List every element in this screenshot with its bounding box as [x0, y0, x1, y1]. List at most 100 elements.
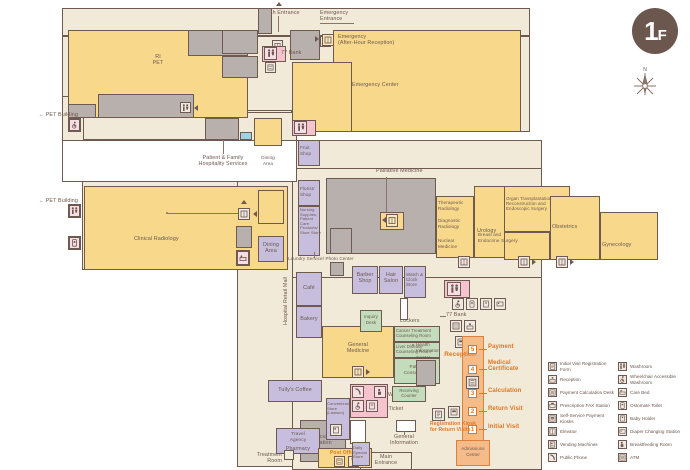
- elevator-icon: [556, 256, 568, 268]
- area-label-security-station: Security Station: [312, 434, 334, 447]
- retail-yellow-a: [254, 118, 282, 146]
- washroom-icon: [264, 47, 277, 60]
- area-label-obstetrics: Obstetrics: [552, 224, 578, 230]
- area-label-bakery: Bakery: [300, 316, 318, 322]
- legend-item: Reception: [548, 373, 618, 386]
- retail-yellow-b: [258, 190, 284, 224]
- legend-label: Wheelchair Accessible Washroom: [630, 374, 676, 385]
- self-service-payment-kiosks-icon[interactable]: [448, 406, 460, 418]
- public-phone-icon: [352, 386, 364, 398]
- breastfeeding-room-icon: [618, 440, 627, 449]
- direction-arrow-north: [241, 200, 247, 204]
- reception-counter-5-label: Payment: [488, 344, 514, 350]
- reception-counter-1-number[interactable]: 1: [468, 425, 477, 434]
- north-entrance-arrow: [276, 2, 282, 6]
- elevator-icon: [352, 366, 364, 378]
- info-kiosk-block: [240, 132, 252, 140]
- area-label-gynecology: Gynecology: [602, 242, 632, 248]
- legend-label: Payment Calculation Desk: [560, 389, 614, 395]
- leader-general-information: [404, 431, 405, 435]
- payment-calculation-desk-icon: [548, 388, 557, 397]
- legend-item: Baby Holder: [618, 412, 688, 425]
- leader-palliative-medicine: [386, 177, 387, 217]
- atm-icon: [618, 453, 627, 462]
- legend-item: ATM: [618, 451, 688, 464]
- area-receiving-counter: [392, 386, 426, 402]
- parking-ticket-machine[interactable]: [396, 420, 416, 432]
- area-label-dining-shop: Dining Area: [261, 155, 275, 167]
- area-label-hair-salon: Hair Salon: [383, 272, 399, 285]
- legend-item: Initial Visit Registration Form: [548, 360, 618, 373]
- reception-counter-4-label: Medical Certificate: [488, 360, 519, 373]
- direction-arrow-east: [532, 259, 536, 265]
- north-service-a: [222, 30, 258, 54]
- area-label-daily-special-store: Daily Special Store: [353, 445, 367, 460]
- direction-arrow-west: [382, 217, 386, 223]
- area-radiology-column: [436, 196, 474, 258]
- area-breast-endocrine-surgery: [504, 232, 550, 260]
- elevator-icon: [322, 34, 334, 46]
- leader-dot-health-info: [412, 344, 414, 346]
- reception-counter-2-number[interactable]: 2: [468, 407, 477, 416]
- legend-label: Elevator: [560, 428, 577, 434]
- hospitality-service-block: [205, 118, 239, 140]
- initial-visit-registration-form-icon[interactable]: [432, 408, 445, 421]
- area-gynecology: [600, 212, 658, 260]
- legend-label: Reception: [560, 376, 581, 382]
- legend-item: Prescription FAX Station: [548, 399, 618, 412]
- area-fruit-shop: [298, 140, 320, 166]
- area-label-florist-shop: Florist/ Shop: [300, 186, 315, 198]
- atm-icon: [334, 456, 345, 467]
- area-label-diagnostic-radiology: Diagnostic Radiology: [438, 218, 461, 230]
- self-service-payment-kiosks-icon: [548, 414, 557, 423]
- legend-label: Ostomate Toilet: [630, 402, 662, 408]
- area-label-inquiry-desk: Inquiry Desk: [364, 314, 378, 326]
- area-label-emergency-after-hours: Emergency (After-Hour Reception): [338, 34, 395, 47]
- area-daily-special-store: [352, 442, 370, 466]
- edge-label-emergency-entrance: Emergency Entrance: [320, 10, 349, 23]
- ostomate-toilet-icon: [69, 237, 80, 249]
- area-label-clinical-radiology: Clinical Radiology: [134, 236, 179, 242]
- wheelchair-accessible-washroom-icon: [352, 400, 364, 412]
- wheelchair-accessible-washroom-icon: [452, 298, 464, 310]
- direction-arrow-east: [366, 369, 370, 375]
- elevator-icon: [548, 427, 557, 436]
- area-label-patient-family-hospitality: Patient & Family Hospitality Services: [198, 155, 248, 168]
- area-barber-shop: [352, 266, 378, 294]
- edge-label-pet-building-1: ← PET Building: [38, 112, 78, 118]
- area-label-nuclear-medicine: Nuclear Medicine: [438, 238, 458, 250]
- leader-north-entrance: [278, 16, 279, 32]
- security-stairs: [350, 420, 366, 444]
- area-label-organ-transplantation: Organ Transplantation, Reconstruction an…: [506, 196, 553, 211]
- washroom-icon: [447, 282, 461, 296]
- legend-label: Public Phone: [560, 454, 588, 460]
- edge-label-main-entrance: Main Entrance: [374, 454, 398, 467]
- area-label-palliative-medicine: Palliative Medicine: [376, 168, 423, 174]
- area-travel-agency: [276, 428, 320, 454]
- reception-counter-1-label: Initial Visit: [488, 424, 520, 430]
- area-liver-counseling: [394, 342, 440, 358]
- area-label-nursing-supplies: Nursing Supplies, Patient Care Products/…: [300, 207, 322, 235]
- edge-label-treatment-room: Treatment Room: [256, 452, 282, 465]
- area-label-breast-endocrine-surgery: Breast and Endocrine Surgery: [478, 232, 518, 244]
- stairs-west: [236, 226, 252, 248]
- reception-counter-4-number[interactable]: 4: [468, 365, 477, 374]
- area-label-emergency-center: Emergency Center: [352, 82, 399, 88]
- area-label-ri-pet: RI PET: [152, 54, 164, 67]
- reception-leader-5: [479, 349, 487, 350]
- reception-counter-3-number[interactable]: 3: [468, 389, 477, 398]
- ostomate-toilet-icon: [618, 401, 627, 410]
- washroom-icon: [294, 121, 307, 134]
- legend-item: Wheelchair Accessible Washroom: [618, 373, 688, 386]
- direction-arrow-east: [315, 36, 319, 42]
- void-west: [62, 140, 297, 182]
- area-label-77-bank-mid: 77 Bank: [446, 312, 467, 318]
- elevator-icon: [518, 256, 530, 268]
- baby-holder-icon: [618, 414, 627, 423]
- area-admissions-center: [456, 440, 490, 466]
- area-label-admissions-center: Admissions Center: [461, 446, 485, 458]
- floor-number: 1: [644, 16, 659, 46]
- reception-counter-5-number[interactable]: 5: [468, 345, 477, 354]
- area-label-hospital-retail-mall: Hospital Retail Mall: [283, 276, 289, 325]
